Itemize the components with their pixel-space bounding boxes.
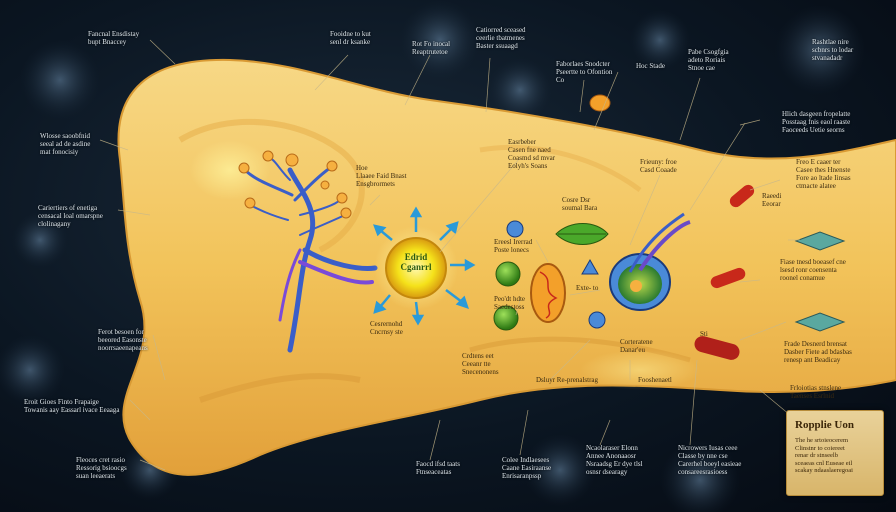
label-left-2: Cariertiers of enetiga censacal loal oma… <box>38 204 103 228</box>
label-left-4: Eroit Gioes Finto Frapaige Towanis aay E… <box>24 398 120 414</box>
label-right-6: Frloiotias stnslene Taenses Esrlnid <box>790 384 842 400</box>
green-cells <box>493 220 606 331</box>
label-bottom-2: Colee Indlaesees Caane Easiraanse Enrisa… <box>502 456 552 480</box>
label-right-5: Frade Desnerd brensat Dasber Fiete ad bd… <box>784 340 852 364</box>
label-top-6: Hoc Stade <box>636 62 665 70</box>
label-mid-d: Cosre Dsr soumal Bara <box>562 196 598 212</box>
label-top-5: Faborlaes Snodcter Pseertte to Ofontion … <box>556 60 613 84</box>
small-organelle <box>589 94 611 112</box>
label-mid-m: Sti <box>700 330 708 338</box>
label-right-2: Freo E caaer ter Casee thes Hnenste Fore… <box>796 158 851 190</box>
radiating-arrows <box>373 206 476 326</box>
info-panel-title: Ropplie Uon <box>795 419 854 431</box>
nucleated-cell <box>609 212 691 311</box>
label-mid-i: Dsluyr Re-prenalstrag <box>536 376 599 384</box>
label-left-5: Fleoces cret rasio Ressorig bsioocgs sua… <box>76 456 127 480</box>
leader-lines <box>99 39 800 471</box>
green-leaf <box>555 223 609 245</box>
label-left-1: Wlosse saoobfnid seeal ad de asdine mat … <box>40 132 91 156</box>
label-mid-j: Corteratene Danar'eu <box>620 338 653 354</box>
label-mid-l: Exte- to <box>576 284 599 292</box>
label-bottom-4: Nicrowers Iusas ceee Classe by nne cse C… <box>678 444 742 476</box>
label-mid-k: Fooshenaetl <box>638 376 672 384</box>
label-right-3: Raeedi Eeorar <box>762 192 782 208</box>
label-top-right: Rashtlae nire scbnrs to lodar stvanadadr <box>812 38 854 62</box>
label-mid-e: Ereesl Irerrad Poste lonecs <box>494 238 533 254</box>
label-left-3: Ferot besoen for beeored Easonste noorrs… <box>98 328 148 352</box>
label-right-1: Hlich dasgeen fropelatte Posstaag fnis e… <box>782 110 851 134</box>
label-top-4: Catiorred sceased ceerlie tbatmenes Bast… <box>476 26 526 50</box>
label-top-3: Rot Fo inocal Reaptrutetoe <box>412 40 451 56</box>
label-mid-a: Hoe Llaaee Faid Bnast Ensgbrormets <box>356 164 407 188</box>
label-bottom-3: Ncaolaraser Elonn Annee Anonaaosr Nsraad… <box>586 444 643 476</box>
diamond-markers <box>794 231 846 332</box>
label-bottom-1: Faocd ifsd taats Ftnseaceatas <box>416 460 460 476</box>
info-panel-text: The he srtoieocerem Clinstnr to coiereet… <box>795 437 853 474</box>
triangle-marker <box>581 258 599 275</box>
label-mid-f: Peo'dt hdte Saedestoss <box>494 295 526 311</box>
label-top-7: Pabe Csogfgia adeto Roriais Stnoe cae <box>688 48 729 72</box>
label-right-4: Fiase tnesd boeasef cne lsesd ronr coens… <box>780 258 846 282</box>
label-top-left: Fancnal Ensdistay bupt Bnaccey <box>88 30 140 46</box>
label-top-2: Fooidne to kut senl dr ksanke <box>330 30 371 46</box>
label-mid-b: Easrbeber Casen fne naed Coasmd sd mvar … <box>508 138 556 170</box>
mitochondrion <box>530 263 566 323</box>
center-body-label: Edrid Cganrrl <box>400 252 432 272</box>
red-cells <box>694 184 755 360</box>
dendrite-bulbs <box>238 150 352 219</box>
label-mid-c: Frieuny: froe Casd Coaade <box>640 158 677 174</box>
info-panel: Ropplie Uon The he srtoieocerem Clinstnr… <box>786 410 884 496</box>
label-mid-g: Cesrernohd Cncrnsy ste <box>370 320 403 336</box>
label-mid-h: Crdtens eet Ceeanr tte Snecenonens <box>462 352 499 376</box>
central-body <box>374 226 458 310</box>
